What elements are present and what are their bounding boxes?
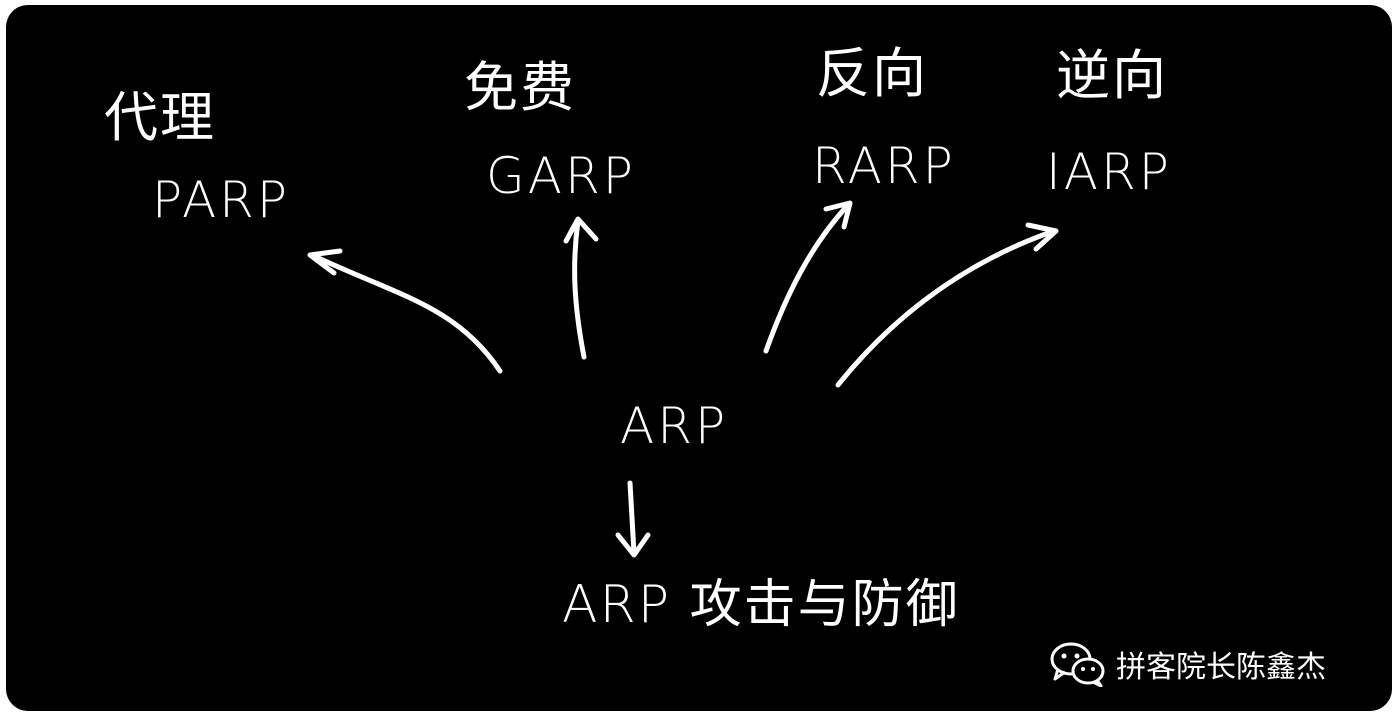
attack-defense-label: ARP 攻击与防御 [562,575,960,635]
arrowhead-iarp [1025,222,1059,252]
arrow-to-rarp [763,202,851,354]
arrow-to-attack [627,480,637,556]
wechat-icon [1050,642,1105,687]
reverse-zh-label: 反向 [816,42,928,105]
arrow-to-parp [309,252,503,374]
watermark: 拼客院长陈鑫杰 [1050,639,1326,689]
free-acronym-label: GARP [486,147,636,205]
diagram-board: 代理 PARP 免费 GARP 反向 RARP 逆向 IARP ARP ARP … [6,5,1392,711]
proxy-acronym-label: PARP [152,171,291,229]
arrowhead-attack [615,532,651,558]
center-arp-label: ARP [620,397,729,455]
reverse-acronym-label: RARP [812,137,956,195]
inverse-zh-label: 逆向 [1056,44,1168,107]
arrows-layer [307,200,1059,558]
watermark-text: 拼客院长陈鑫杰 [1116,650,1326,685]
free-zh-label: 免费 [464,56,576,119]
arrowhead-rarp [823,200,853,230]
arrow-to-garp [572,218,587,360]
arrowhead-parp [307,248,343,276]
proxy-zh-label: 代理 [104,86,216,149]
arrow-to-iarp [835,228,1057,388]
inverse-acronym-label: IARP [1046,143,1172,201]
arrowhead-garp [563,216,599,244]
